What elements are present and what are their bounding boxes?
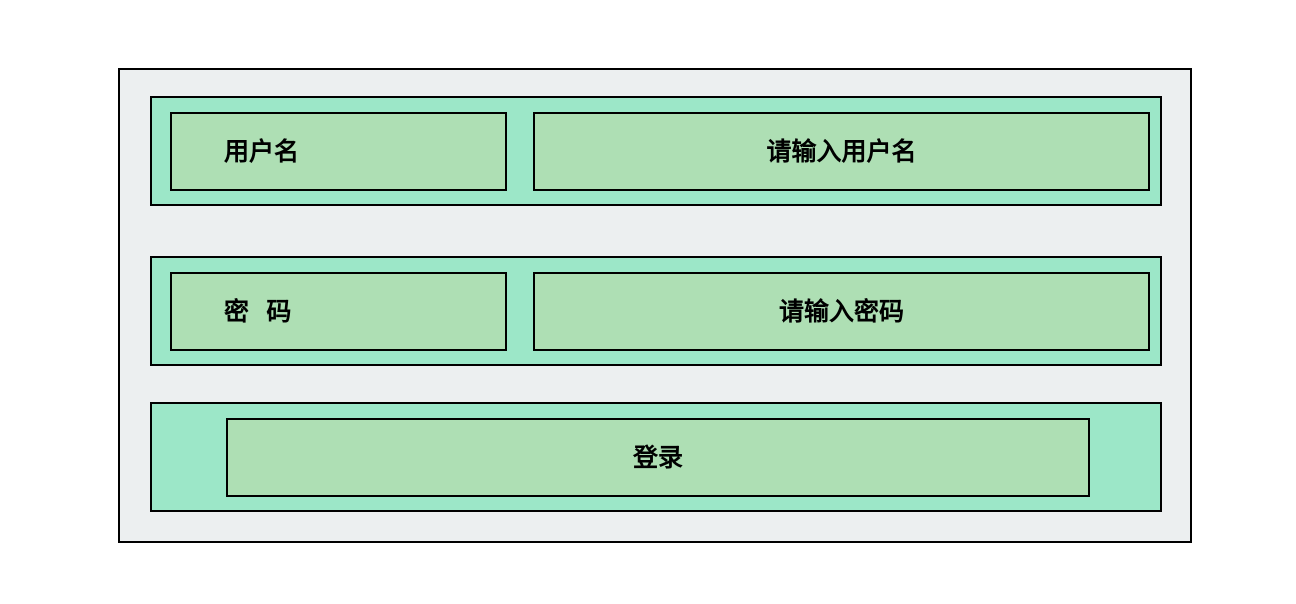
login-form-panel: 用户名 请输入用户名 密 码 请输入密码 登录 bbox=[118, 68, 1192, 543]
form-row-submit: 登录 bbox=[150, 402, 1162, 512]
form-row-username: 用户名 请输入用户名 bbox=[150, 96, 1162, 206]
username-input[interactable]: 请输入用户名 bbox=[533, 111, 1150, 191]
password-label: 密 码 bbox=[170, 271, 507, 351]
login-button[interactable]: 登录 bbox=[226, 417, 1090, 497]
form-row-password: 密 码 请输入密码 bbox=[150, 256, 1162, 366]
username-label: 用户名 bbox=[170, 111, 507, 191]
password-input[interactable]: 请输入密码 bbox=[533, 271, 1150, 351]
